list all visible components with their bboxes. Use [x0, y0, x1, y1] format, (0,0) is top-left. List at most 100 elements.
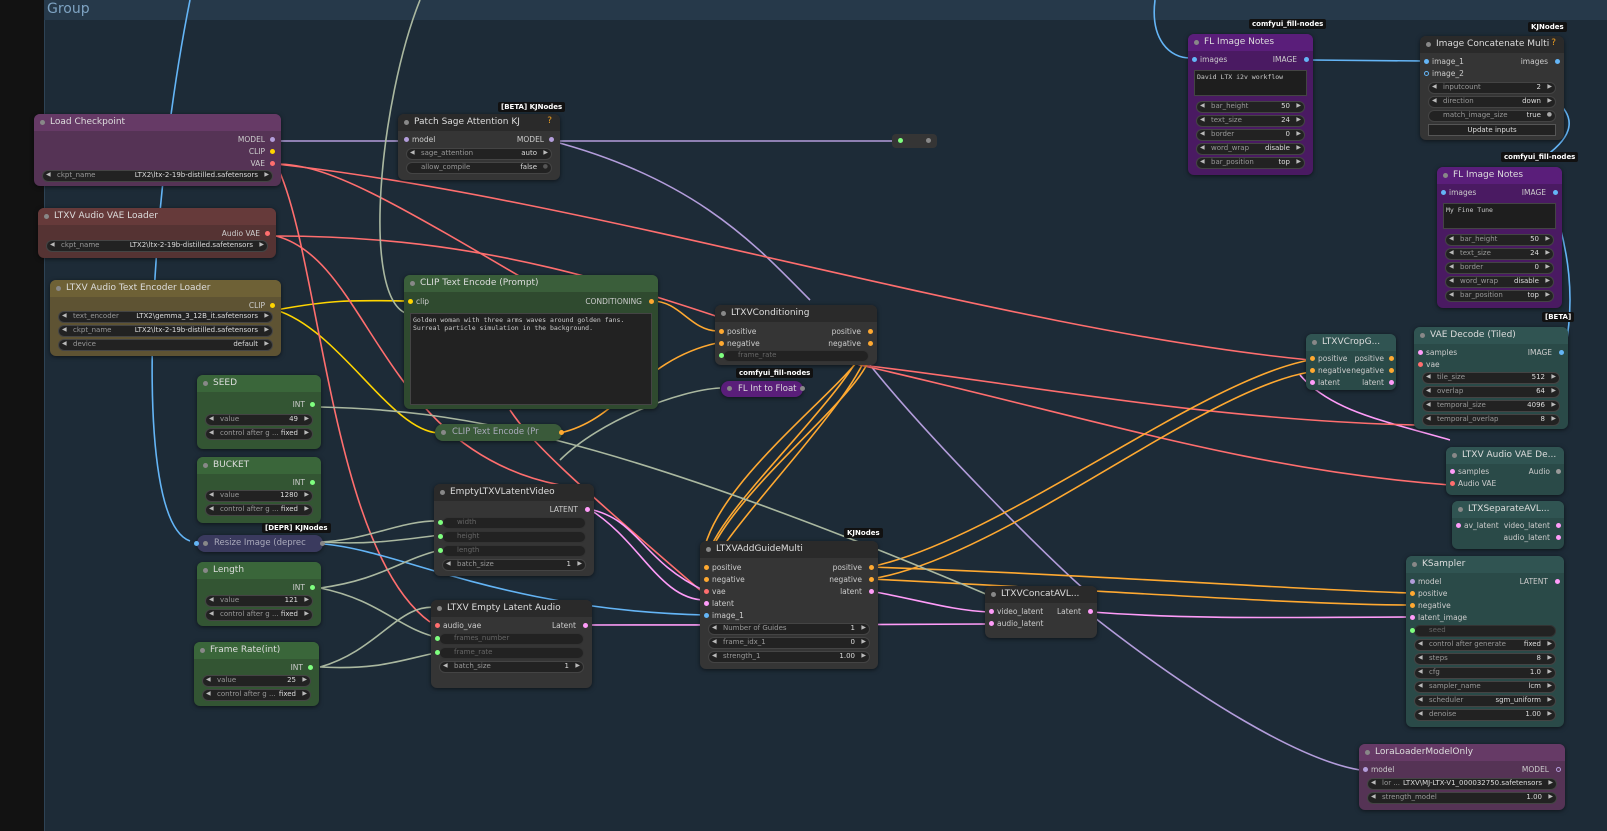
- input-positive-socket[interactable]: [1410, 591, 1415, 596]
- output-images-socket[interactable]: [1555, 59, 1560, 64]
- input-latent-socket[interactable]: [704, 601, 709, 606]
- output-model-socket[interactable]: [1556, 767, 1561, 772]
- output-negative-socket[interactable]: [868, 341, 873, 346]
- width-input-socket[interactable]: [438, 520, 443, 525]
- frames-number-input-socket[interactable]: [435, 636, 440, 641]
- reroute-node[interactable]: [892, 134, 937, 148]
- collapse-dot[interactable]: [440, 490, 445, 495]
- output-latent-socket[interactable]: [869, 589, 874, 594]
- node-load-checkpoint[interactable]: Load Checkpoint MODEL CLIP VAE ◀ckpt_nam…: [34, 114, 281, 186]
- output-latent-socket[interactable]: [1389, 380, 1394, 385]
- output-latent-socket[interactable]: [583, 623, 588, 628]
- input-images-socket[interactable]: [1192, 57, 1197, 62]
- update-inputs-button[interactable]: Update inputs: [1428, 124, 1556, 136]
- output-model-socket[interactable]: [270, 137, 275, 142]
- frame-rate-input[interactable]: frame_rate: [719, 350, 869, 362]
- input-model-socket[interactable]: [1363, 767, 1368, 772]
- length-input-socket[interactable]: [438, 548, 443, 553]
- collapse-dot[interactable]: [1452, 453, 1457, 458]
- node-fl-int-to-float[interactable]: FL Int to Float: [721, 381, 805, 397]
- group-title-bar[interactable]: Group: [44, 0, 1607, 20]
- input-images-socket[interactable]: [1441, 190, 1446, 195]
- collapse-dot[interactable]: [203, 463, 208, 468]
- output-negative-socket[interactable]: [1389, 368, 1394, 373]
- notes-textarea[interactable]: My Fine Tune: [1443, 203, 1556, 229]
- collapse-dot[interactable]: [1365, 750, 1370, 755]
- output-image-socket[interactable]: [1304, 57, 1309, 62]
- control-after-generate-combo[interactable]: ◀control after g ...fixed▶: [205, 609, 313, 621]
- collapse-dot[interactable]: [1443, 173, 1448, 178]
- output-positive-socket[interactable]: [1389, 356, 1394, 361]
- collapse-dot[interactable]: [1458, 507, 1463, 512]
- control-after-generate-combo[interactable]: ◀control after g ...fixed▶: [202, 689, 311, 701]
- input-vae-socket[interactable]: [1418, 362, 1423, 367]
- reroute-input-socket[interactable]: [898, 138, 903, 143]
- node-empty-latent-video[interactable]: EmptyLTXVLatentVideo LATENT width height…: [434, 484, 594, 576]
- help-icon[interactable]: ?: [1551, 38, 1556, 48]
- collapse-dot[interactable]: [410, 281, 415, 286]
- collapse-dot[interactable]: [727, 386, 732, 391]
- collapse-dot[interactable]: [991, 592, 996, 597]
- output-positive-socket[interactable]: [868, 329, 873, 334]
- control-after-generate-combo[interactable]: ◀control after g ...fixed▶: [205, 428, 313, 440]
- prompt-textarea[interactable]: Golden woman with three arms waves aroun…: [410, 313, 652, 405]
- output-latent-socket[interactable]: [1555, 579, 1560, 584]
- collapse-dot[interactable]: [404, 120, 409, 125]
- frame-rate-input-socket[interactable]: [435, 650, 440, 655]
- collapse-dot[interactable]: [441, 430, 446, 435]
- collapse-dot[interactable]: [1312, 340, 1317, 345]
- collapse-dot[interactable]: [1412, 562, 1417, 567]
- input-positive-socket[interactable]: [1310, 356, 1315, 361]
- node-audio-text-encoder-loader[interactable]: LTXV Audio Text Encoder Loader CLIP ◀tex…: [50, 280, 281, 356]
- output-negative-socket[interactable]: [869, 577, 874, 582]
- collapse-dot[interactable]: [437, 606, 442, 611]
- input-image-1-socket[interactable]: [1424, 59, 1429, 64]
- input-negative-socket[interactable]: [719, 341, 724, 346]
- input-samples-socket[interactable]: [1450, 469, 1455, 474]
- input-clip-socket[interactable]: [408, 299, 413, 304]
- collapse-dot[interactable]: [1420, 333, 1425, 338]
- collapse-dot[interactable]: [40, 120, 45, 125]
- collapse-dot[interactable]: [44, 214, 49, 219]
- input-av-latent-socket[interactable]: [1456, 523, 1461, 528]
- input-negative-socket[interactable]: [704, 577, 709, 582]
- output-image-socket[interactable]: [1559, 350, 1564, 355]
- output-int-socket[interactable]: [308, 665, 313, 670]
- notes-textarea[interactable]: David LTX i2v workflow: [1194, 70, 1307, 96]
- output-vae-socket[interactable]: [270, 161, 275, 166]
